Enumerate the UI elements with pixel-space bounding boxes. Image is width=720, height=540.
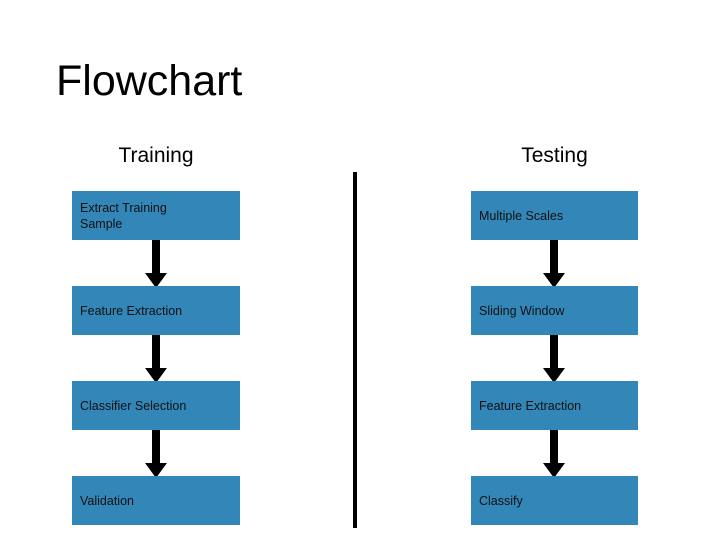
down-arrow-icon — [144, 240, 168, 288]
arrow-head — [145, 463, 167, 478]
column-divider-line — [353, 172, 357, 528]
down-arrow-icon — [542, 240, 566, 288]
down-arrow-icon — [542, 430, 566, 478]
flow-box-label-line1: Validation — [80, 493, 134, 508]
arrow-shaft — [550, 335, 558, 369]
down-arrow-icon — [144, 335, 168, 383]
arrow-head — [145, 273, 167, 288]
down-arrow-icon — [542, 335, 566, 383]
arrow-head — [543, 368, 565, 383]
arrow-shaft — [152, 240, 160, 274]
arrow-shaft — [550, 240, 558, 274]
flow-box-validation[interactable]: Validation — [72, 476, 240, 525]
flow-box-feature-extraction-training[interactable]: Feature Extraction — [72, 286, 240, 335]
flow-box-classify[interactable]: Classify — [471, 476, 638, 525]
flow-box-label-line1: Feature Extraction — [80, 303, 183, 318]
arrow-head — [543, 463, 565, 478]
flow-box-extract-training-sample[interactable]: Extract Training Sample — [72, 191, 240, 240]
page-title: Flowchart — [56, 57, 243, 105]
flow-box-label-line1: Extract Training — [80, 200, 167, 215]
arrow-shaft — [152, 430, 160, 464]
down-arrow-icon — [144, 430, 168, 478]
flow-box-label-line1: Classify — [479, 493, 523, 508]
flow-box-label-line1: Classifier Selection — [80, 398, 187, 413]
flow-box-multiple-scales[interactable]: Multiple Scales — [471, 191, 638, 240]
flow-box-label-line1: Feature Extraction — [479, 398, 582, 413]
flow-box-label-line1: Multiple Scales — [479, 208, 564, 223]
column-header-testing: Testing — [521, 144, 588, 167]
flow-box-feature-extraction-testing[interactable]: Feature Extraction — [471, 381, 638, 430]
flow-box-sliding-window[interactable]: Sliding Window — [471, 286, 638, 335]
arrow-shaft — [152, 335, 160, 369]
column-header-training: Training — [118, 144, 194, 167]
arrow-shaft — [550, 430, 558, 464]
flow-box-label-line2: Sample — [80, 216, 123, 231]
flow-box-classifier-selection[interactable]: Classifier Selection — [72, 381, 240, 430]
arrow-head — [145, 368, 167, 383]
flow-box-label-line1: Sliding Window — [479, 303, 565, 318]
arrow-head — [543, 273, 565, 288]
